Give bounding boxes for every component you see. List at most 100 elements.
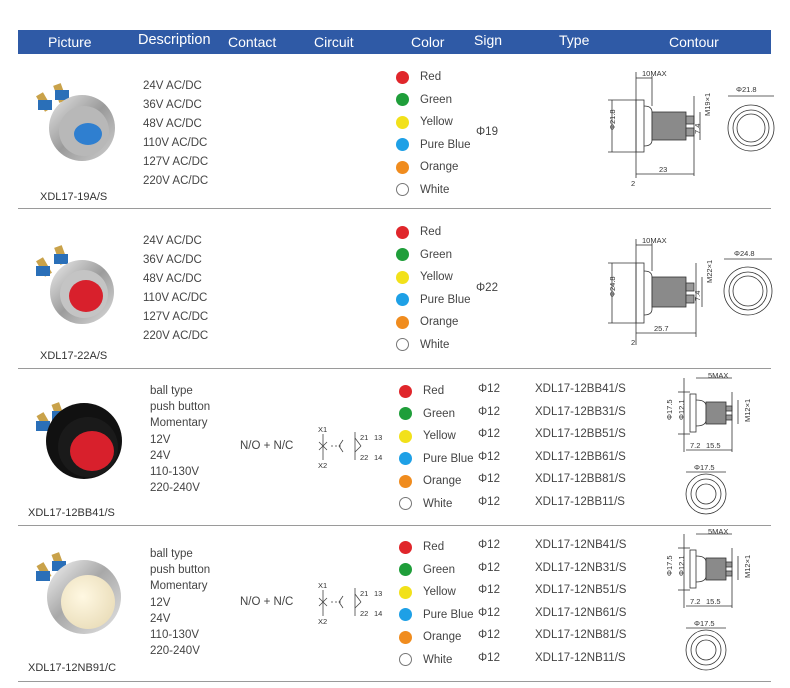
color-label: Green (420, 248, 452, 261)
circuit-label-13: 13 (374, 589, 382, 598)
description-line: 24V (150, 449, 171, 462)
orange-dot-icon (396, 315, 409, 329)
product-model: XDL17-19A/S (40, 191, 108, 203)
type-code: XDL17-12NB41/S (535, 539, 627, 551)
dim-thread: M19×1 (703, 93, 712, 116)
product-model: XDL17-12NB91/C (28, 662, 117, 674)
yellow-dot-icon (399, 429, 412, 443)
blue-dot-icon (399, 452, 412, 466)
color-label: Green (423, 407, 455, 420)
color-item: Orange (399, 626, 474, 649)
green-dot-icon (396, 248, 409, 262)
dim-side: 7.4 (693, 124, 702, 134)
sign-value: Φ12 (478, 428, 500, 440)
color-item: Orange (399, 470, 474, 493)
color-label: Red (423, 541, 445, 554)
blue-dot-icon (396, 293, 409, 307)
contour-drawing: 5MAX Φ17.5 Φ12.1 M12×1 7.2 15.5 Φ17.5 (665, 371, 752, 515)
product-model: XDL17-22A/S (40, 350, 108, 362)
color-item: Yellow (396, 266, 471, 289)
type-code: XDL17-12BB81/S (535, 473, 626, 485)
color-item: Red (399, 380, 474, 403)
header-picture: Picture (48, 34, 92, 50)
sign-value: Φ12 (478, 629, 500, 641)
dim-left: Φ17.5 (665, 399, 674, 420)
color-label: White (423, 653, 453, 666)
color-label: Green (423, 563, 455, 576)
description-line: 48V AC/DC (143, 273, 202, 285)
blue-dot-icon (396, 138, 409, 152)
dim-top: 5MAX (708, 371, 728, 380)
type-code: XDL17-12NB31/S (535, 561, 627, 574)
sign-value: Φ12 (478, 539, 500, 551)
sign-value: Φ12 (478, 651, 500, 664)
circuit-label-x2: X2 (318, 461, 327, 470)
color-item: Yellow (399, 581, 474, 604)
type-list: XDL17-12BB41/S XDL17-12BB31/S XDL17-12BB… (535, 378, 626, 513)
product-image-indicator-22 (36, 245, 114, 324)
color-item: White (396, 334, 471, 357)
color-item: Pure Blue (396, 289, 471, 312)
contact-value: N/O + N/C (240, 440, 294, 452)
blue-dot-icon (399, 608, 412, 622)
row-divider (18, 208, 771, 209)
description: 24V AC/DC 36V AC/DC 48V AC/DC 110V AC/DC… (143, 232, 208, 346)
red-dot-icon (396, 70, 409, 84)
dim-bottom: 23 (659, 165, 667, 174)
sign-list: Φ12 Φ12 Φ12 Φ12 Φ12 Φ12 (478, 534, 500, 669)
yellow-dot-icon (396, 270, 409, 284)
dim-b2: 15.5 (706, 441, 721, 450)
dim-bottom-left: 2 (631, 179, 635, 188)
color-item: Yellow (399, 425, 474, 448)
dim-left: Φ21.8 (608, 109, 617, 130)
orange-dot-icon (399, 630, 412, 644)
description-line: 48V AC/DC (143, 118, 202, 130)
header-contour: Contour (669, 34, 719, 50)
color-item: Orange (396, 311, 471, 334)
color-item: Red (396, 221, 471, 244)
color-label: Orange (420, 316, 459, 329)
white-dot-icon (399, 653, 412, 667)
color-item: Yellow (396, 111, 471, 134)
dim-side: 7.4 (693, 291, 702, 301)
product-image-pushbutton-black (36, 402, 122, 479)
circuit-label-x1: X1 (318, 425, 327, 434)
dim-inner: Φ12.1 (677, 399, 686, 420)
dim-right: Φ21.8 (736, 85, 757, 94)
white-dot-icon (396, 183, 409, 197)
color-item: Green (399, 403, 474, 426)
dim-top: 10MAX (642, 236, 667, 245)
circuit-label-x1: X1 (318, 581, 327, 590)
description-line: 24V (150, 612, 171, 625)
type-code: XDL17-12BB41/S (535, 383, 626, 395)
header-description: Description (138, 32, 211, 48)
type-code: XDL17-12BB61/S (535, 450, 626, 463)
dim-thread: M22×1 (705, 260, 714, 283)
dim-front: Φ17.5 (694, 463, 715, 472)
orange-dot-icon (399, 474, 412, 488)
sign-list: Φ12 Φ12 Φ12 Φ12 Φ12 Φ12 (478, 378, 500, 513)
circuit-label-x2: X2 (318, 617, 327, 626)
description-line: push button (150, 564, 211, 577)
dim-b2: 15.5 (706, 597, 721, 606)
color-label: Orange (423, 631, 462, 644)
description-line: 110V AC/DC (143, 137, 208, 149)
circuit-label-14: 14 (374, 453, 382, 462)
color-label: Pure Blue (420, 138, 471, 151)
description-line: Momentary (150, 580, 208, 593)
header-contact: Contact (228, 34, 277, 50)
dim-top: 10MAX (642, 69, 667, 78)
contour-drawing: 10MAX Φ24.8 Φ24.8 M22×1 7.4 25.7 2 (608, 236, 773, 347)
description-line: 24V AC/DC (143, 80, 202, 92)
description-line: ball type (150, 548, 193, 560)
type-code: XDL17-12NB11/S (535, 651, 626, 664)
dim-b1: 7.2 (690, 441, 700, 450)
color-item: White (399, 649, 474, 672)
type-code: XDL17-12BB31/S (535, 405, 626, 418)
color-list: Red Green Yellow Pure Blue Orange White (399, 536, 474, 671)
description-line: 36V AC/DC (143, 254, 202, 266)
product-image-indicator-19 (36, 83, 115, 161)
type-code: XDL17-12NB61/S (535, 606, 627, 619)
color-item: Red (396, 66, 471, 89)
circuit-diagram: X1 X2 21 22 13 14 (318, 425, 382, 470)
